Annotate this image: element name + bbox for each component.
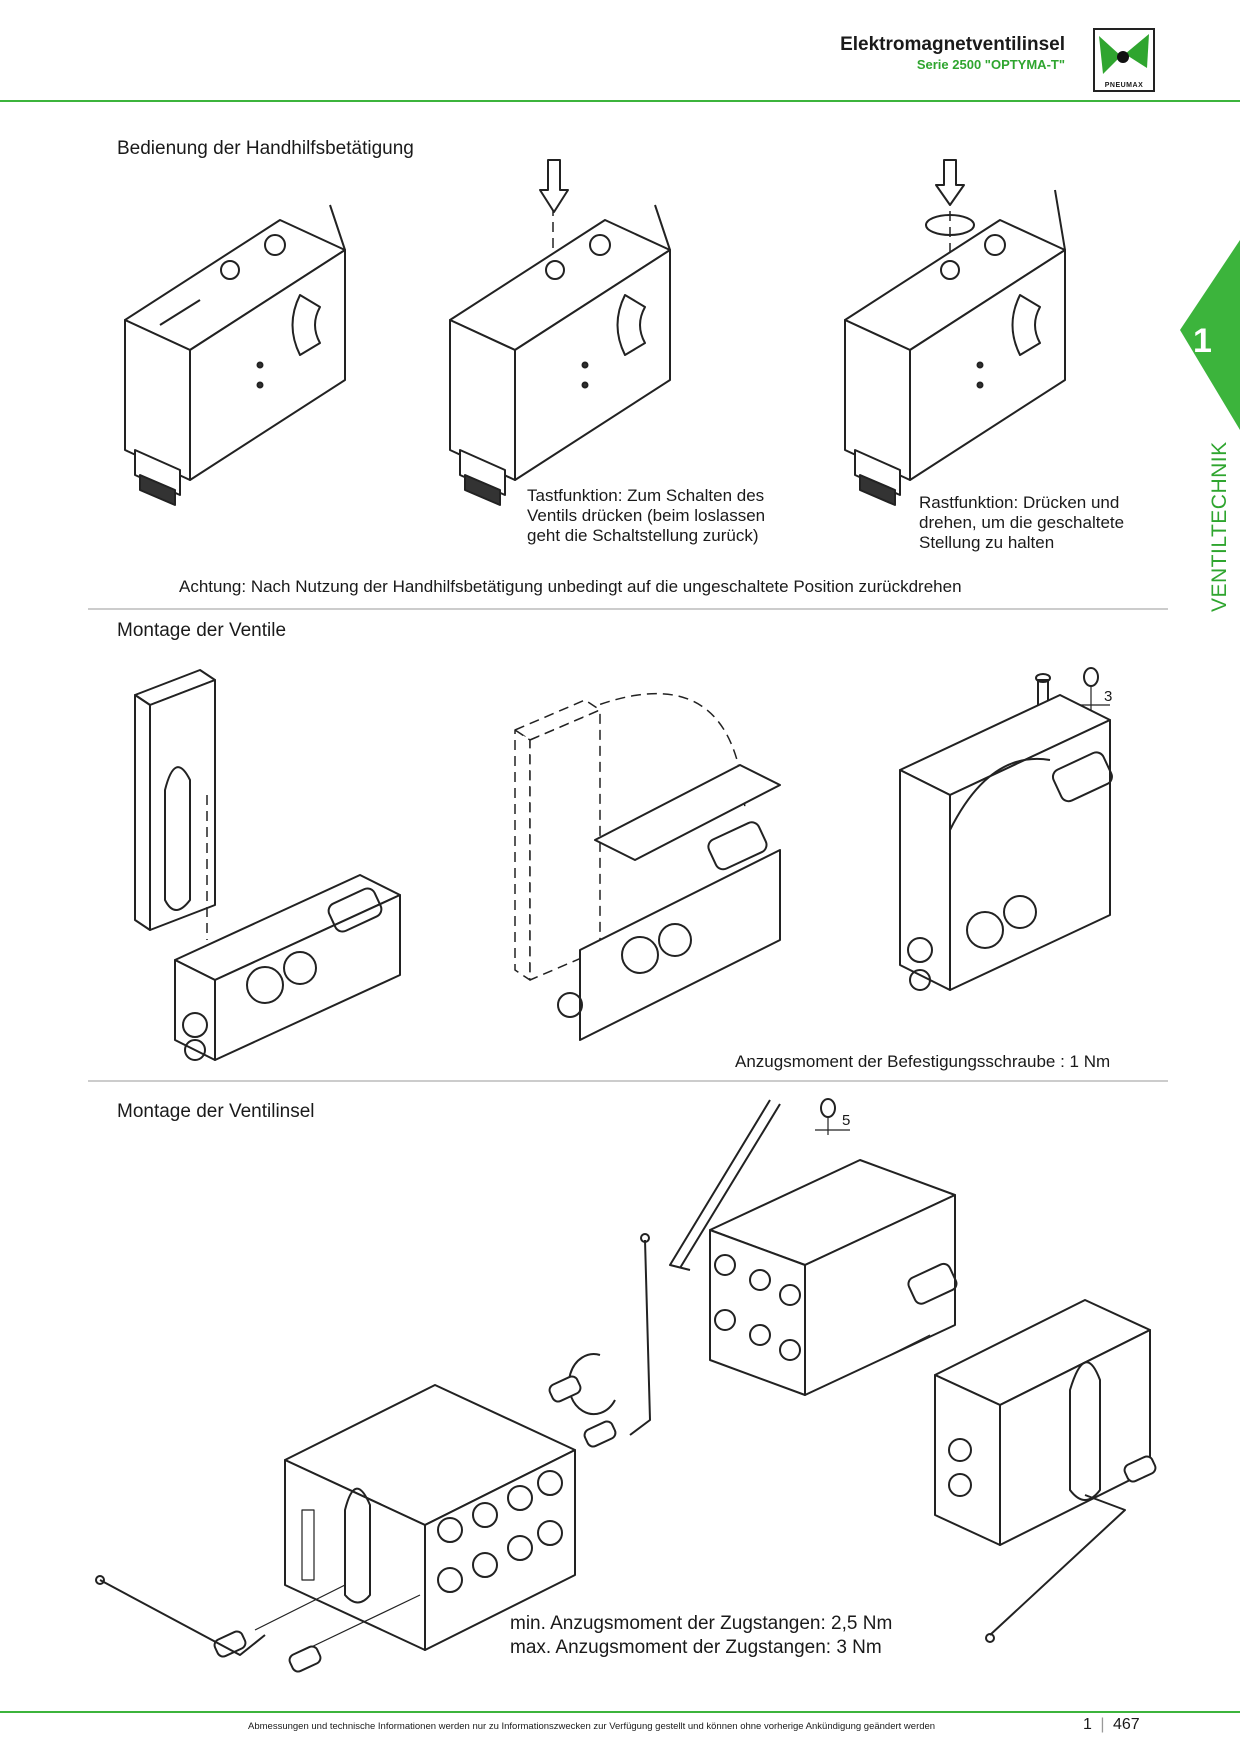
hex-key-size-5: 5	[842, 1112, 851, 1129]
hex-key-symbol-3	[1080, 667, 1110, 710]
logo-text: PNEUMAX	[1104, 82, 1144, 89]
valve-island-lower	[284, 1384, 576, 1651]
hex-key-size-3: 3	[1104, 688, 1113, 705]
chapter-number: 1	[1193, 322, 1212, 360]
section-title-manual-override: Bedienung der Handhilfsbetätigung	[117, 138, 414, 159]
mounting-step-1	[134, 669, 401, 1061]
mounting-step-3	[899, 673, 1113, 991]
warning-note: Achtung: Nach Nutzung der Handhilfsbetät…	[179, 577, 962, 596]
valve-drawing-1	[124, 204, 346, 506]
tie-rod-torque-min: min. Anzugsmoment der Zugstangen: 2,5 Nm	[510, 1613, 893, 1634]
page-number: 1 | 467	[1083, 1716, 1140, 1733]
caption-tast-function: Tastfunktion: Zum Schalten des Ventils d…	[527, 486, 765, 546]
hex-key-bottom-left	[95, 1575, 266, 1656]
page-prefix: 1	[1083, 1716, 1092, 1733]
section-title-island-mounting: Montage der Ventilinsel	[117, 1101, 315, 1122]
section-divider-2	[88, 1080, 1168, 1082]
tie-rod-torque-notes: min. Anzugsmoment der Zugstangen: 2,5 Nm…	[510, 1612, 892, 1660]
tie-rods	[213, 1334, 931, 1673]
section-divider-1	[88, 608, 1168, 610]
hex-key-symbol-5	[815, 1098, 850, 1135]
manual-override-drawings	[124, 159, 1066, 506]
caption-tast-line-2: Ventils drücken (beim loslassen	[527, 506, 766, 525]
footer-rule	[0, 1711, 1240, 1713]
valve-island-upper	[709, 1159, 958, 1396]
caption-tast-line-1: Tastfunktion: Zum Schalten des	[527, 486, 765, 505]
caption-rast-line-3: Stellung zu halten	[919, 533, 1055, 552]
caption-tast-line-3: geht die Schaltstellung zurück)	[527, 526, 759, 545]
valve-drawing-3	[844, 159, 1066, 506]
tie-rod-torque-max: max. Anzugsmoment der Zugstangen: 3 Nm	[510, 1637, 882, 1658]
hex-key-bottom-right	[985, 1494, 1126, 1643]
header-rule	[0, 100, 1240, 102]
valve-mounting-drawings	[134, 667, 1113, 1061]
section-title-valve-mounting: Montage der Ventile	[117, 620, 287, 641]
hex-key-middle	[567, 1233, 651, 1436]
page-number-value: 467	[1112, 1716, 1140, 1733]
pneumax-logo: PNEUMAX	[1093, 28, 1155, 92]
mounting-step-2	[514, 692, 781, 1041]
chapter-tab	[1180, 240, 1240, 430]
caption-rast-line-1: Rastfunktion: Drücken und	[919, 493, 1120, 512]
footer-disclaimer: Abmessungen und technische Informationen…	[248, 1721, 936, 1732]
caption-rast-function: Rastfunktion: Drücken und drehen, um die…	[919, 493, 1124, 553]
end-plate-right	[934, 1299, 1157, 1546]
caption-rast-line-2: drehen, um die geschaltete	[919, 513, 1125, 532]
document-title: Elektromagnetventilinsel	[840, 34, 1065, 55]
valve-drawing-2	[449, 159, 671, 506]
document-subtitle: Serie 2500 "OPTYMA-T"	[916, 57, 1065, 72]
screw-torque-note: Anzugsmoment der Befestigungsschraube : …	[735, 1052, 1111, 1071]
hex-key-top	[669, 1099, 781, 1271]
valve-island-mounting-drawing	[95, 1098, 1157, 1673]
